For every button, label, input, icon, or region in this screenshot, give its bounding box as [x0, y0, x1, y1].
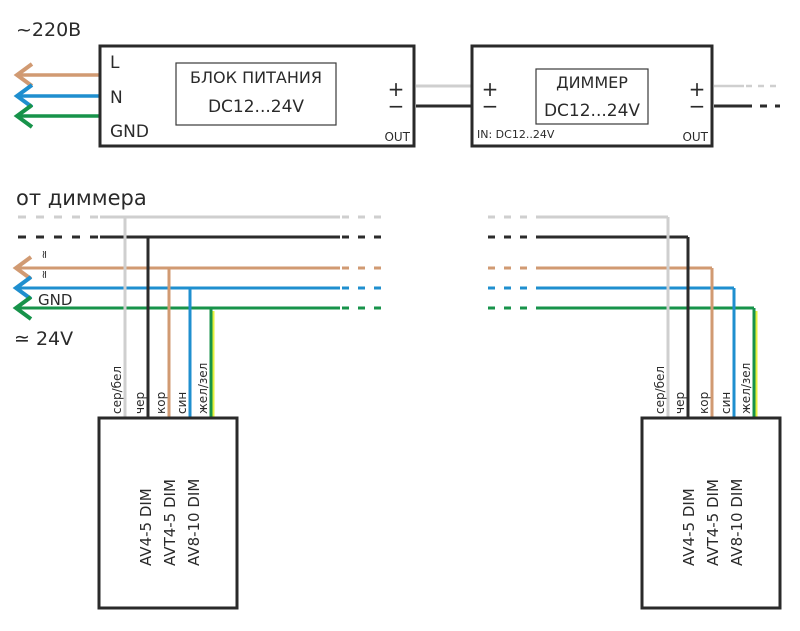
arrow-l-icon [13, 62, 34, 88]
right-model-label: AV4-5 DIM [680, 488, 698, 566]
left-wire-label: чер [133, 392, 147, 414]
right-wire-label: чер [673, 392, 687, 414]
left-wire-label: кор [154, 392, 168, 414]
right-wire-label: син [719, 392, 733, 414]
dimmer-title: ДИММЕР [556, 73, 628, 92]
terminal-gnd: GND [110, 122, 149, 142]
right-wire-label: кор [697, 392, 711, 414]
arrow-n-icon [13, 83, 34, 109]
left-wire-label: син [175, 392, 189, 414]
arrow-gnd-icon [13, 103, 34, 129]
psu-plus: + [388, 77, 405, 101]
terminal-n: N [110, 88, 123, 108]
arrow-brown-icon [12, 255, 33, 281]
left-wire-label: жел/зел [196, 363, 210, 414]
right-model-label: AVT4-5 DIM [704, 479, 722, 566]
psu-rating: DC12...24V [208, 97, 304, 117]
right-model-label: AV8-10 DIM [728, 479, 746, 566]
power-supply-block: L N GND БЛОК ПИТАНИЯ DC12...24V + − OUT [98, 44, 416, 148]
right-device-box [640, 416, 782, 610]
psu-out-label: OUT [384, 130, 410, 144]
arrow-blue-icon [12, 275, 33, 301]
dimmer-out-plus: + [689, 77, 706, 101]
left-wire-label: сер/бел [110, 366, 124, 414]
left-model-label: AV4-5 DIM [137, 488, 155, 566]
dimmer-in-minus: − [482, 94, 499, 118]
terminal-l: L [110, 53, 120, 73]
dimmer-in-plus: + [482, 77, 499, 101]
dimmer-block: + − ДИММЕР DC12...24V + − IN: DC12..24V … [470, 44, 714, 148]
psu-minus: − [388, 94, 405, 118]
left-model-label: AVT4-5 DIM [161, 479, 179, 566]
gnd-label: GND [38, 291, 72, 309]
dimmer-output-wires [714, 84, 780, 108]
right-wire-label: жел/зел [739, 363, 753, 414]
dimmer-in-label: IN: DC12..24V [477, 128, 555, 141]
left-device-box [97, 416, 239, 610]
arrow-green-icon [12, 295, 33, 321]
right-wire-label: сер/бел [653, 366, 667, 414]
dimmer-out-minus: − [689, 94, 706, 118]
mains-voltage-label: ~220B [16, 19, 81, 41]
dimmer-out-label: OUT [682, 130, 708, 144]
mains-input-wires [13, 62, 100, 129]
bus-left-arrows [12, 255, 33, 321]
from-dimmer-title: от диммера [16, 186, 147, 210]
l-symbol: ≃ [38, 250, 51, 259]
bus-wires [18, 215, 754, 310]
dc-voltage-label: ≃ 24V [14, 328, 73, 350]
dimmer-rating: DC12...24V [544, 101, 640, 121]
left-model-label: AV8-10 DIM [185, 479, 203, 566]
n-symbol: ≃ [38, 270, 51, 279]
psu-title: БЛОК ПИТАНИЯ [190, 68, 322, 87]
